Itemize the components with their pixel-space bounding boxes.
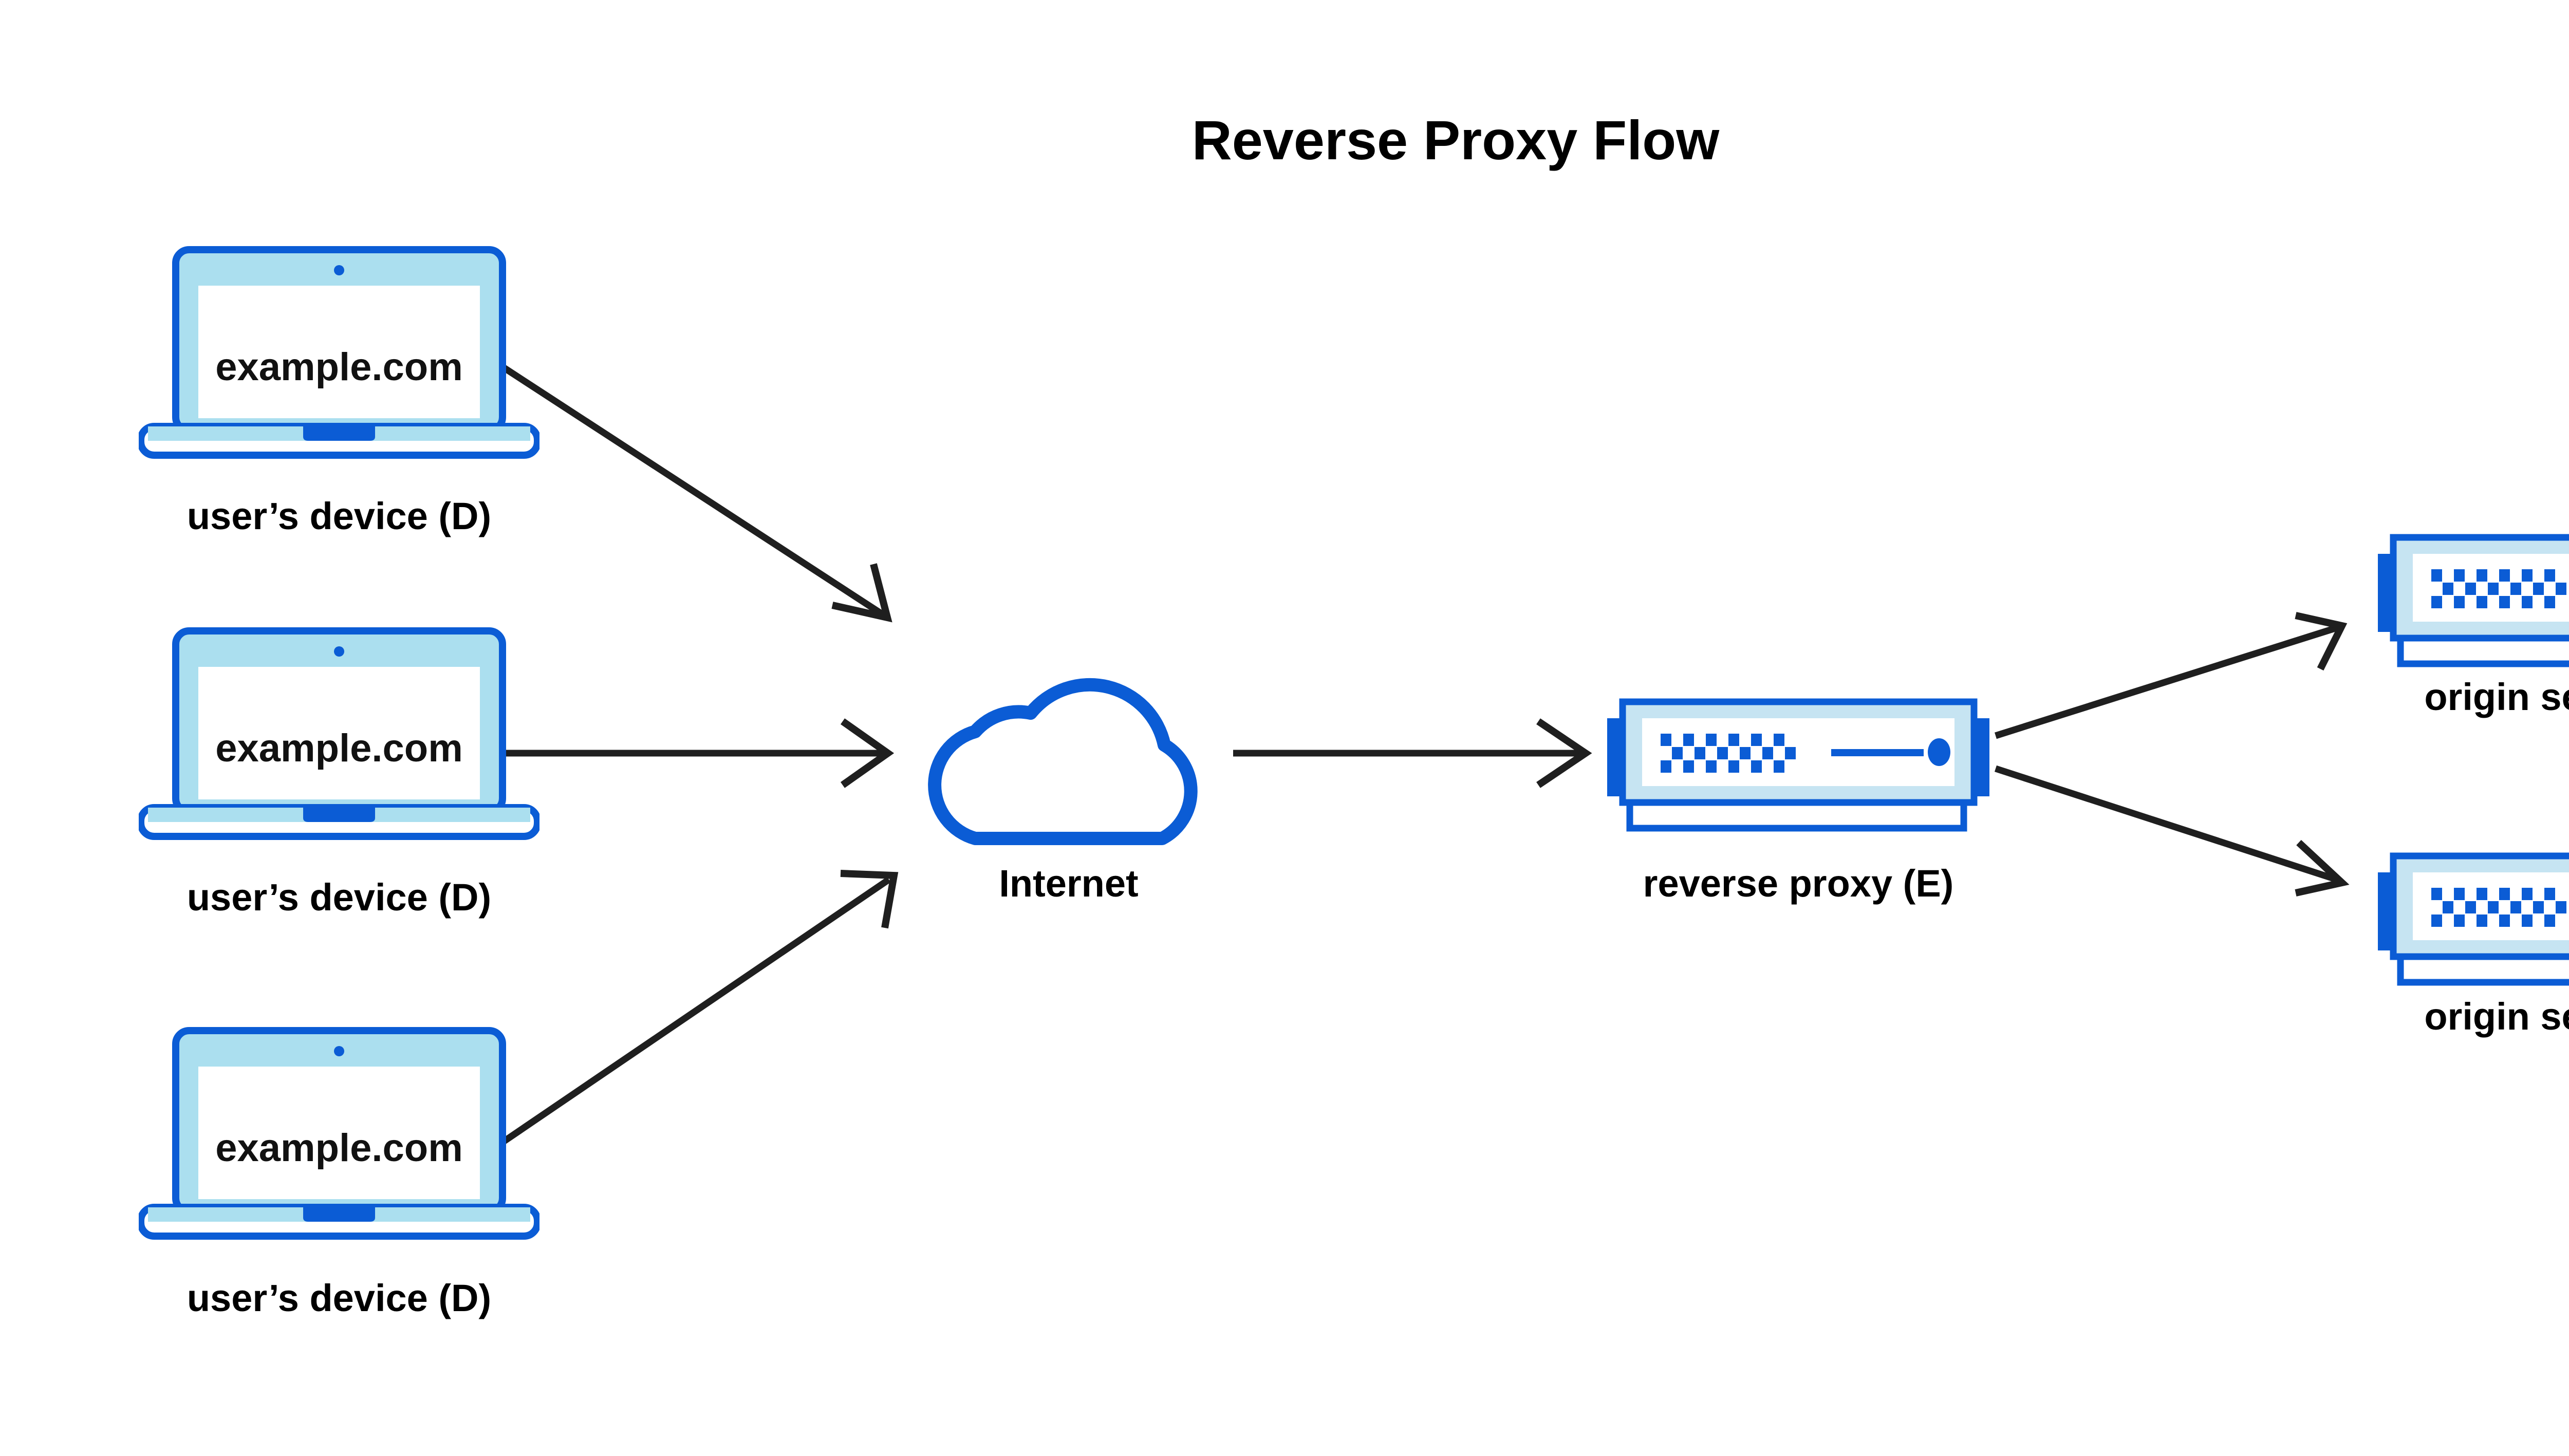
page-title: Reverse Proxy Flow [1192, 109, 1720, 171]
edge-proxy-origin2 [1994, 765, 2350, 897]
edge-layer [499, 363, 2350, 1145]
node-user-device-2[interactable]: example.com user’s device (D) [141, 631, 537, 919]
node-internet[interactable]: Internet [935, 685, 1191, 905]
node-user-device-1[interactable]: example.com user’s device (D) [141, 250, 537, 537]
node-label-reverse-proxy: reverse proxy (E) [1643, 862, 1954, 905]
node-label-internet: Internet [999, 862, 1138, 905]
node-origin-server-2[interactable]: origin server (F) [2378, 856, 2569, 1038]
edge-device3-internet [501, 870, 899, 1145]
laptop-screen-text: example.com [215, 345, 463, 389]
cloud-icon [935, 685, 1191, 838]
node-label-origin-server-2: origin server (F) [2424, 995, 2569, 1038]
laptop-screen-text: example.com [215, 1126, 463, 1170]
node-reverse-proxy[interactable]: reverse proxy (E) [1607, 702, 1989, 905]
node-label-user-device-3: user’s device (D) [187, 1277, 491, 1319]
edge-device2-internet [504, 718, 895, 788]
edge-proxy-origin1 [1995, 612, 2348, 739]
node-label-user-device-1: user’s device (D) [187, 495, 491, 537]
laptop-screen-text: example.com [215, 726, 463, 770]
node-origin-server-1[interactable]: origin server (F) [2378, 537, 2569, 718]
edge-internet-proxy [1233, 718, 1592, 788]
node-label-user-device-2: user’s device (D) [187, 876, 491, 919]
server-icon [2378, 537, 2569, 664]
server-icon [2378, 856, 2569, 982]
node-user-device-3[interactable]: example.com user’s device (D) [141, 1031, 537, 1319]
node-label-origin-server-1: origin server (F) [2424, 676, 2569, 718]
edge-device1-internet [499, 363, 892, 623]
server-icon [1607, 702, 1989, 828]
